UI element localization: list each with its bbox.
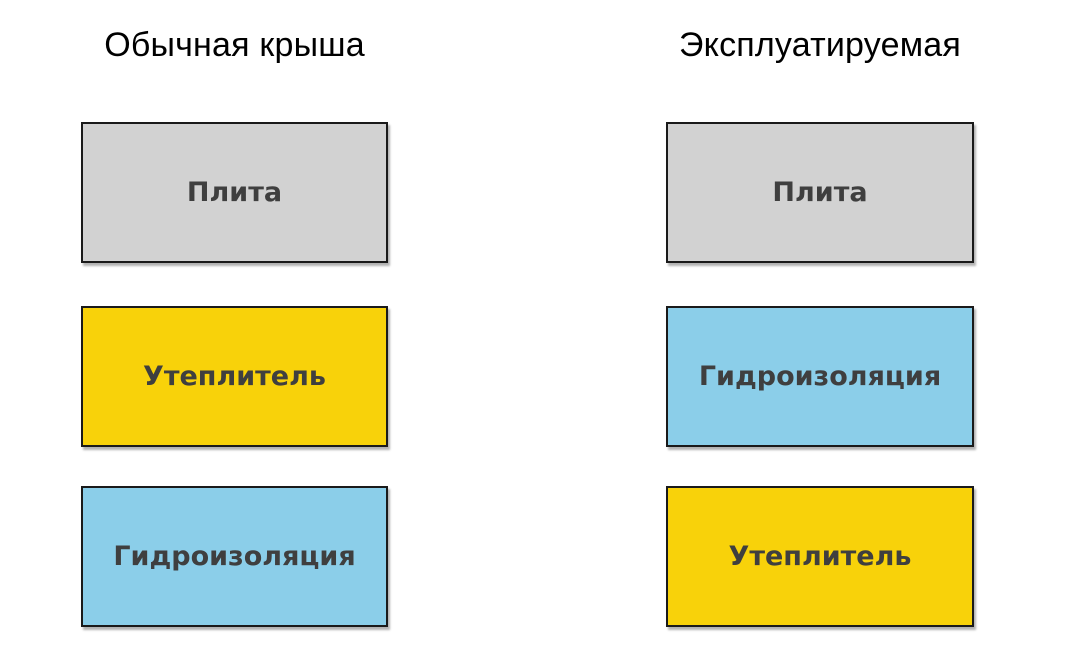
layer-box-slab: Плита — [81, 122, 388, 263]
column-exploitable-roof: Эксплуатируемая Плита Гидроизоляция Утеп… — [666, 0, 974, 661]
layer-box-waterproofing: Гидроизоляция — [81, 486, 388, 627]
column-title-regular-roof: Обычная крыша — [104, 26, 365, 64]
layer-box-insulation: Утеплитель — [666, 486, 974, 627]
layer-label-slab: Плита — [186, 177, 283, 208]
layer-label-insulation: Утеплитель — [728, 541, 912, 572]
layer-box-insulation: Утеплитель — [81, 306, 388, 447]
layer-box-waterproofing: Гидроизоляция — [666, 306, 974, 447]
layer-label-slab: Плита — [772, 177, 868, 208]
layer-label-insulation: Утеплитель — [143, 361, 326, 392]
layer-label-waterproofing: Гидроизоляция — [113, 541, 356, 572]
layer-label-waterproofing: Гидроизоляция — [698, 361, 942, 392]
column-regular-roof: Обычная крыша Плита Утеплитель Гидроизол… — [81, 0, 388, 661]
column-title-exploitable-roof: Эксплуатируемая — [678, 26, 962, 64]
layer-box-slab: Плита — [666, 122, 974, 263]
